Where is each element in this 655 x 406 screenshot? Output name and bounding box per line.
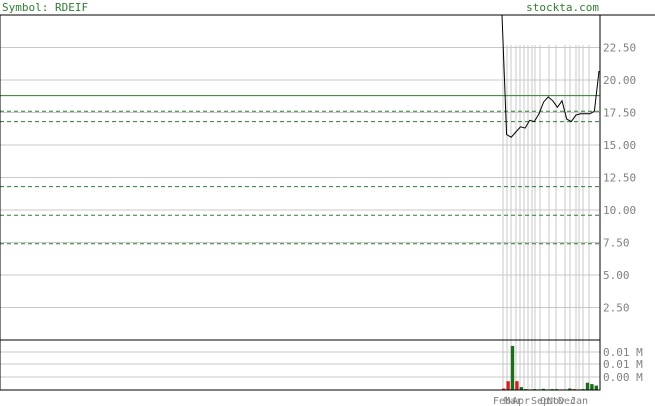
volume-bar (510, 345, 515, 390)
date-tick-label: Oct (540, 396, 558, 406)
price-tick-label: 2.50 (603, 302, 630, 315)
date-tick-label: Feb (493, 396, 511, 406)
volume-bar (585, 382, 590, 390)
price-tick-label: 20.00 (603, 74, 636, 87)
price-levels (0, 95, 600, 245)
date-tick-label: Sep (531, 396, 549, 406)
volume-bar (594, 385, 598, 390)
price-tick-label: 12.50 (603, 172, 636, 185)
price-axis-labels: 2.50 5.00 7.50 10.00 12.50 15.00 17.50 20.00 22.… (603, 42, 636, 315)
symbol-label: Symbol: RDEIF (2, 1, 88, 14)
volume-panel-frame (0, 339, 601, 391)
site-label: stockta.com (526, 1, 599, 14)
price-tick-label: 5.00 (603, 269, 630, 282)
date-tick-label: Jan (570, 396, 588, 406)
volume-bar (590, 384, 594, 390)
volume-tick-label: 0.00 M (603, 371, 643, 384)
date-tick-label: Mar (504, 396, 522, 406)
volume-axis-labels: 0.01 M0.01 M0.00 M (603, 346, 643, 384)
volume-tick-label: 0.01 M (603, 358, 643, 371)
date-tick-label: Nov (547, 396, 565, 406)
date-tick-label: Apr (512, 396, 530, 406)
price-tick-label: 17.50 (603, 107, 636, 120)
volume-bar (568, 388, 572, 390)
price-tick-label: 10.00 (603, 204, 636, 217)
volume-tick-label: 0.01 M (603, 346, 643, 359)
volume-bar (519, 387, 523, 390)
price-line (501, 14, 600, 138)
date-gridlines (502, 45, 590, 390)
price-tick-label: 15.00 (603, 139, 636, 152)
volume-bar (502, 388, 506, 390)
price-tick-label: 7.50 (603, 237, 630, 250)
price-grid (0, 47, 600, 308)
volume-bar (541, 388, 546, 390)
volume-bar (506, 381, 510, 390)
volume-grid (0, 351, 600, 378)
volume-bar (515, 381, 519, 390)
price-tick-label: 22.50 (603, 42, 636, 55)
date-tick-label: Dec (558, 396, 576, 406)
